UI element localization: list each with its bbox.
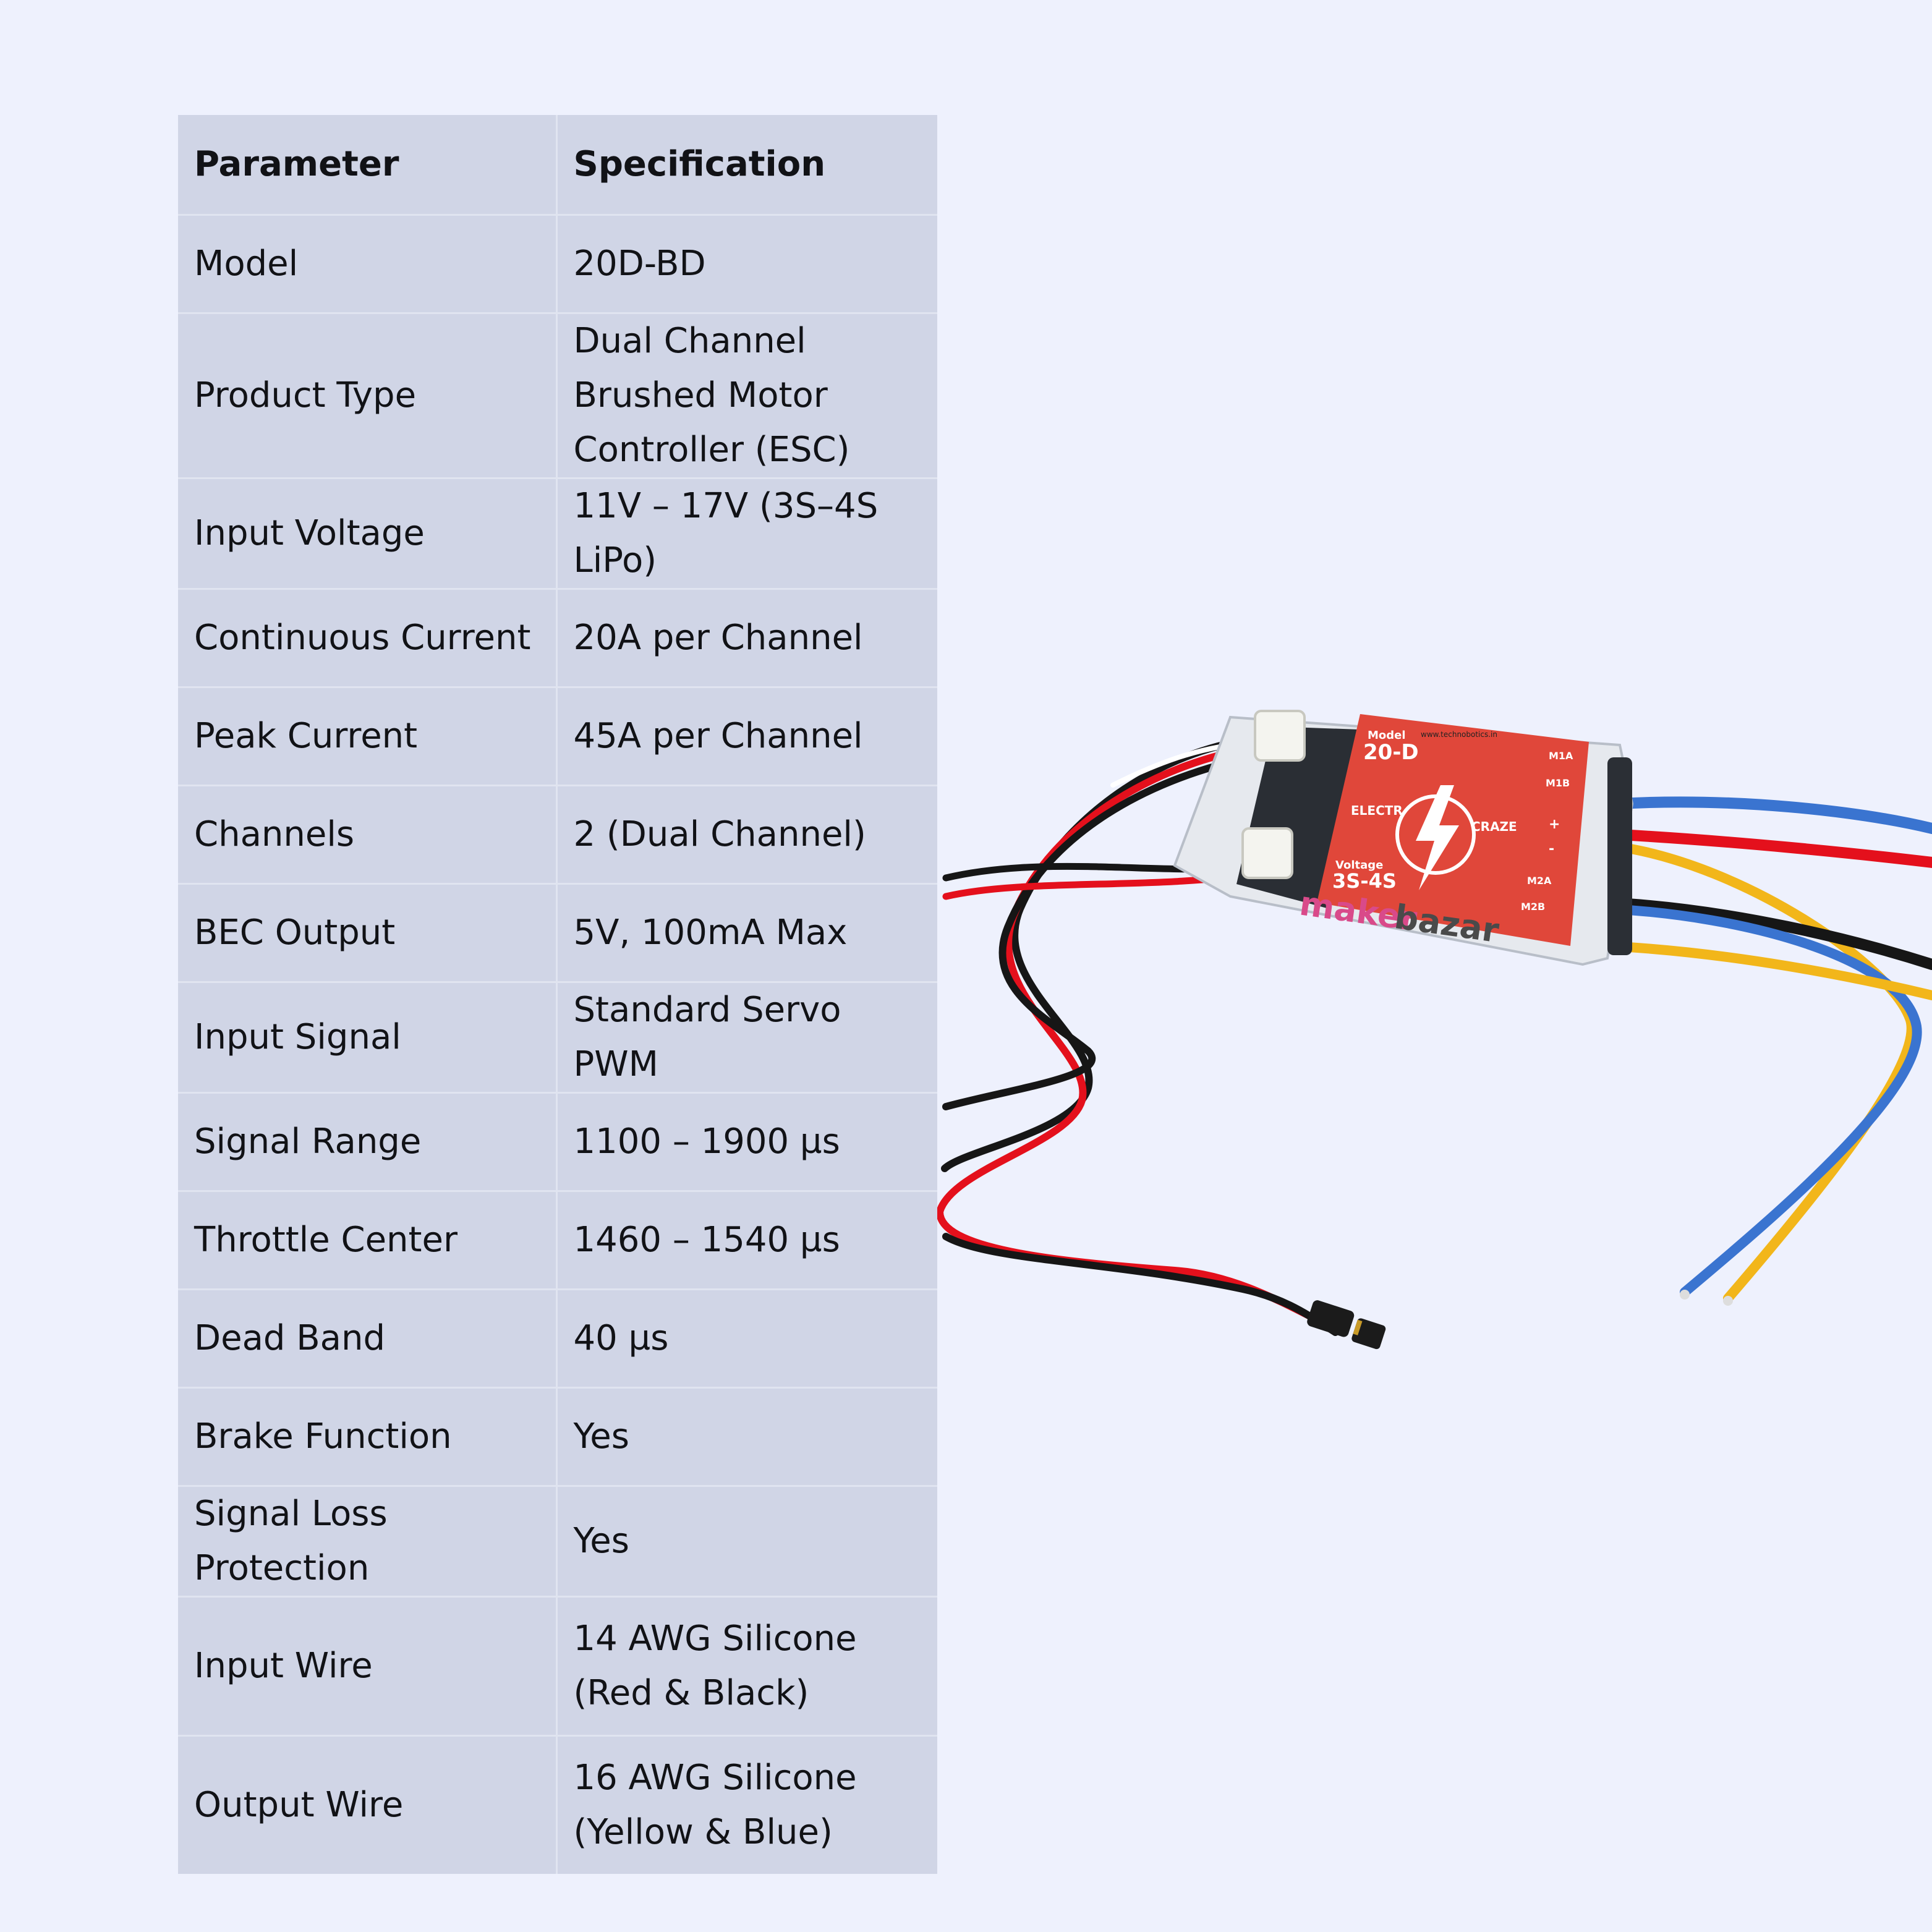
param-cell: Output Wire	[178, 1735, 556, 1874]
table-row: Input Voltage 11V – 17V (3S–4S LiPo)	[178, 477, 937, 589]
model-label: 20-D	[1363, 740, 1419, 765]
servo-connector	[1307, 1300, 1386, 1350]
voltage-label: 3S-4S	[1332, 869, 1397, 893]
value-cell: 11V – 17V (3S–4S LiPo)	[555, 477, 937, 589]
m1b-label: M1B	[1546, 777, 1570, 789]
param-cell: Peak Current	[178, 686, 556, 786]
table-row: Product Type Dual Channel Brushed Motor …	[178, 312, 937, 479]
m2a-label: M2A	[1527, 875, 1552, 887]
value-cell: 5V, 100mA Max	[555, 883, 937, 982]
table-row: Brake Function Yes	[178, 1387, 937, 1486]
value-cell: 16 AWG Silicone (Yellow & Blue)	[555, 1735, 937, 1874]
value-cell: Yes	[555, 1387, 937, 1486]
param-cell: Signal Range	[178, 1092, 556, 1191]
esc-board: Model 20-D ELECTR CRAZE Voltage 3S-4S ww…	[1173, 710, 1634, 966]
value-cell: Yes	[555, 1485, 937, 1597]
minus-label: -	[1549, 841, 1554, 857]
table-row: Throttle Center 1460 – 1540 µs	[178, 1190, 937, 1290]
table-row: BEC Output 5V, 100mA Max	[178, 883, 937, 982]
table-row: Continuous Current 20A per Channel	[178, 588, 937, 687]
value-cell: Dual Channel Brushed Motor Controller (E…	[555, 312, 937, 479]
m1a-label: M1A	[1549, 750, 1573, 762]
param-cell: Throttle Center	[178, 1190, 556, 1290]
value-cell: 1100 – 1900 µs	[555, 1092, 937, 1191]
table-row: Input Signal Standard Servo PWM	[178, 981, 937, 1093]
value-cell: 1460 – 1540 µs	[555, 1190, 937, 1290]
url-label: www.technobotics.in	[1421, 730, 1497, 739]
table-row: Signal Range 1100 – 1900 µs	[178, 1092, 937, 1191]
param-cell: BEC Output	[178, 883, 556, 982]
esc-product-photo: Model 20-D ELECTR CRAZE Voltage 3S-4S ww…	[937, 710, 1932, 1350]
spec-table: Parameter Specification Model 20D-BD Pro…	[178, 115, 937, 1874]
param-cell: Input Voltage	[178, 477, 556, 589]
value-cell: 14 AWG Silicone (Red & Black)	[555, 1596, 937, 1736]
brand-right: CRAZE	[1471, 819, 1517, 834]
value-cell: Standard Servo PWM	[555, 981, 937, 1093]
value-cell: 45A per Channel	[555, 686, 937, 786]
table-row: Peak Current 45A per Channel	[178, 686, 937, 786]
table-row: Dead Band 40 µs	[178, 1288, 937, 1388]
header-specification: Specification	[555, 115, 937, 215]
param-cell: Input Wire	[178, 1596, 556, 1736]
brand-left: ELECTR	[1351, 803, 1403, 818]
voltage-caption: Voltage	[1335, 859, 1383, 872]
table-row: Output Wire 16 AWG Silicone (Yellow & Bl…	[178, 1735, 937, 1874]
model-caption: Model	[1368, 729, 1406, 742]
table-row: Model 20D-BD	[178, 214, 937, 313]
param-cell: Dead Band	[178, 1288, 556, 1388]
lightning-icon	[1416, 785, 1459, 890]
param-cell: Continuous Current	[178, 588, 556, 687]
table-header-row: Parameter Specification	[178, 115, 937, 215]
param-cell: Channels	[178, 785, 556, 884]
value-cell: 40 µs	[555, 1288, 937, 1388]
plus-label: +	[1549, 817, 1560, 832]
param-cell: Brake Function	[178, 1387, 556, 1486]
param-cell: Input Signal	[178, 981, 556, 1093]
header-parameter: Parameter	[194, 144, 399, 184]
table-row: Signal Loss Protection Yes	[178, 1485, 937, 1597]
table-row: Channels 2 (Dual Channel)	[178, 785, 937, 884]
output-wires	[1602, 796, 1932, 1306]
param-cell: Product Type	[178, 312, 556, 479]
param-cell: Model	[178, 214, 556, 313]
table-row: Input Wire 14 AWG Silicone (Red & Black)	[178, 1596, 937, 1736]
param-cell: Signal Loss Protection	[178, 1485, 556, 1597]
value-cell: 20A per Channel	[555, 588, 937, 687]
value-cell: 2 (Dual Channel)	[555, 785, 937, 884]
value-cell: 20D-BD	[555, 214, 937, 313]
m2b-label: M2B	[1521, 901, 1545, 913]
